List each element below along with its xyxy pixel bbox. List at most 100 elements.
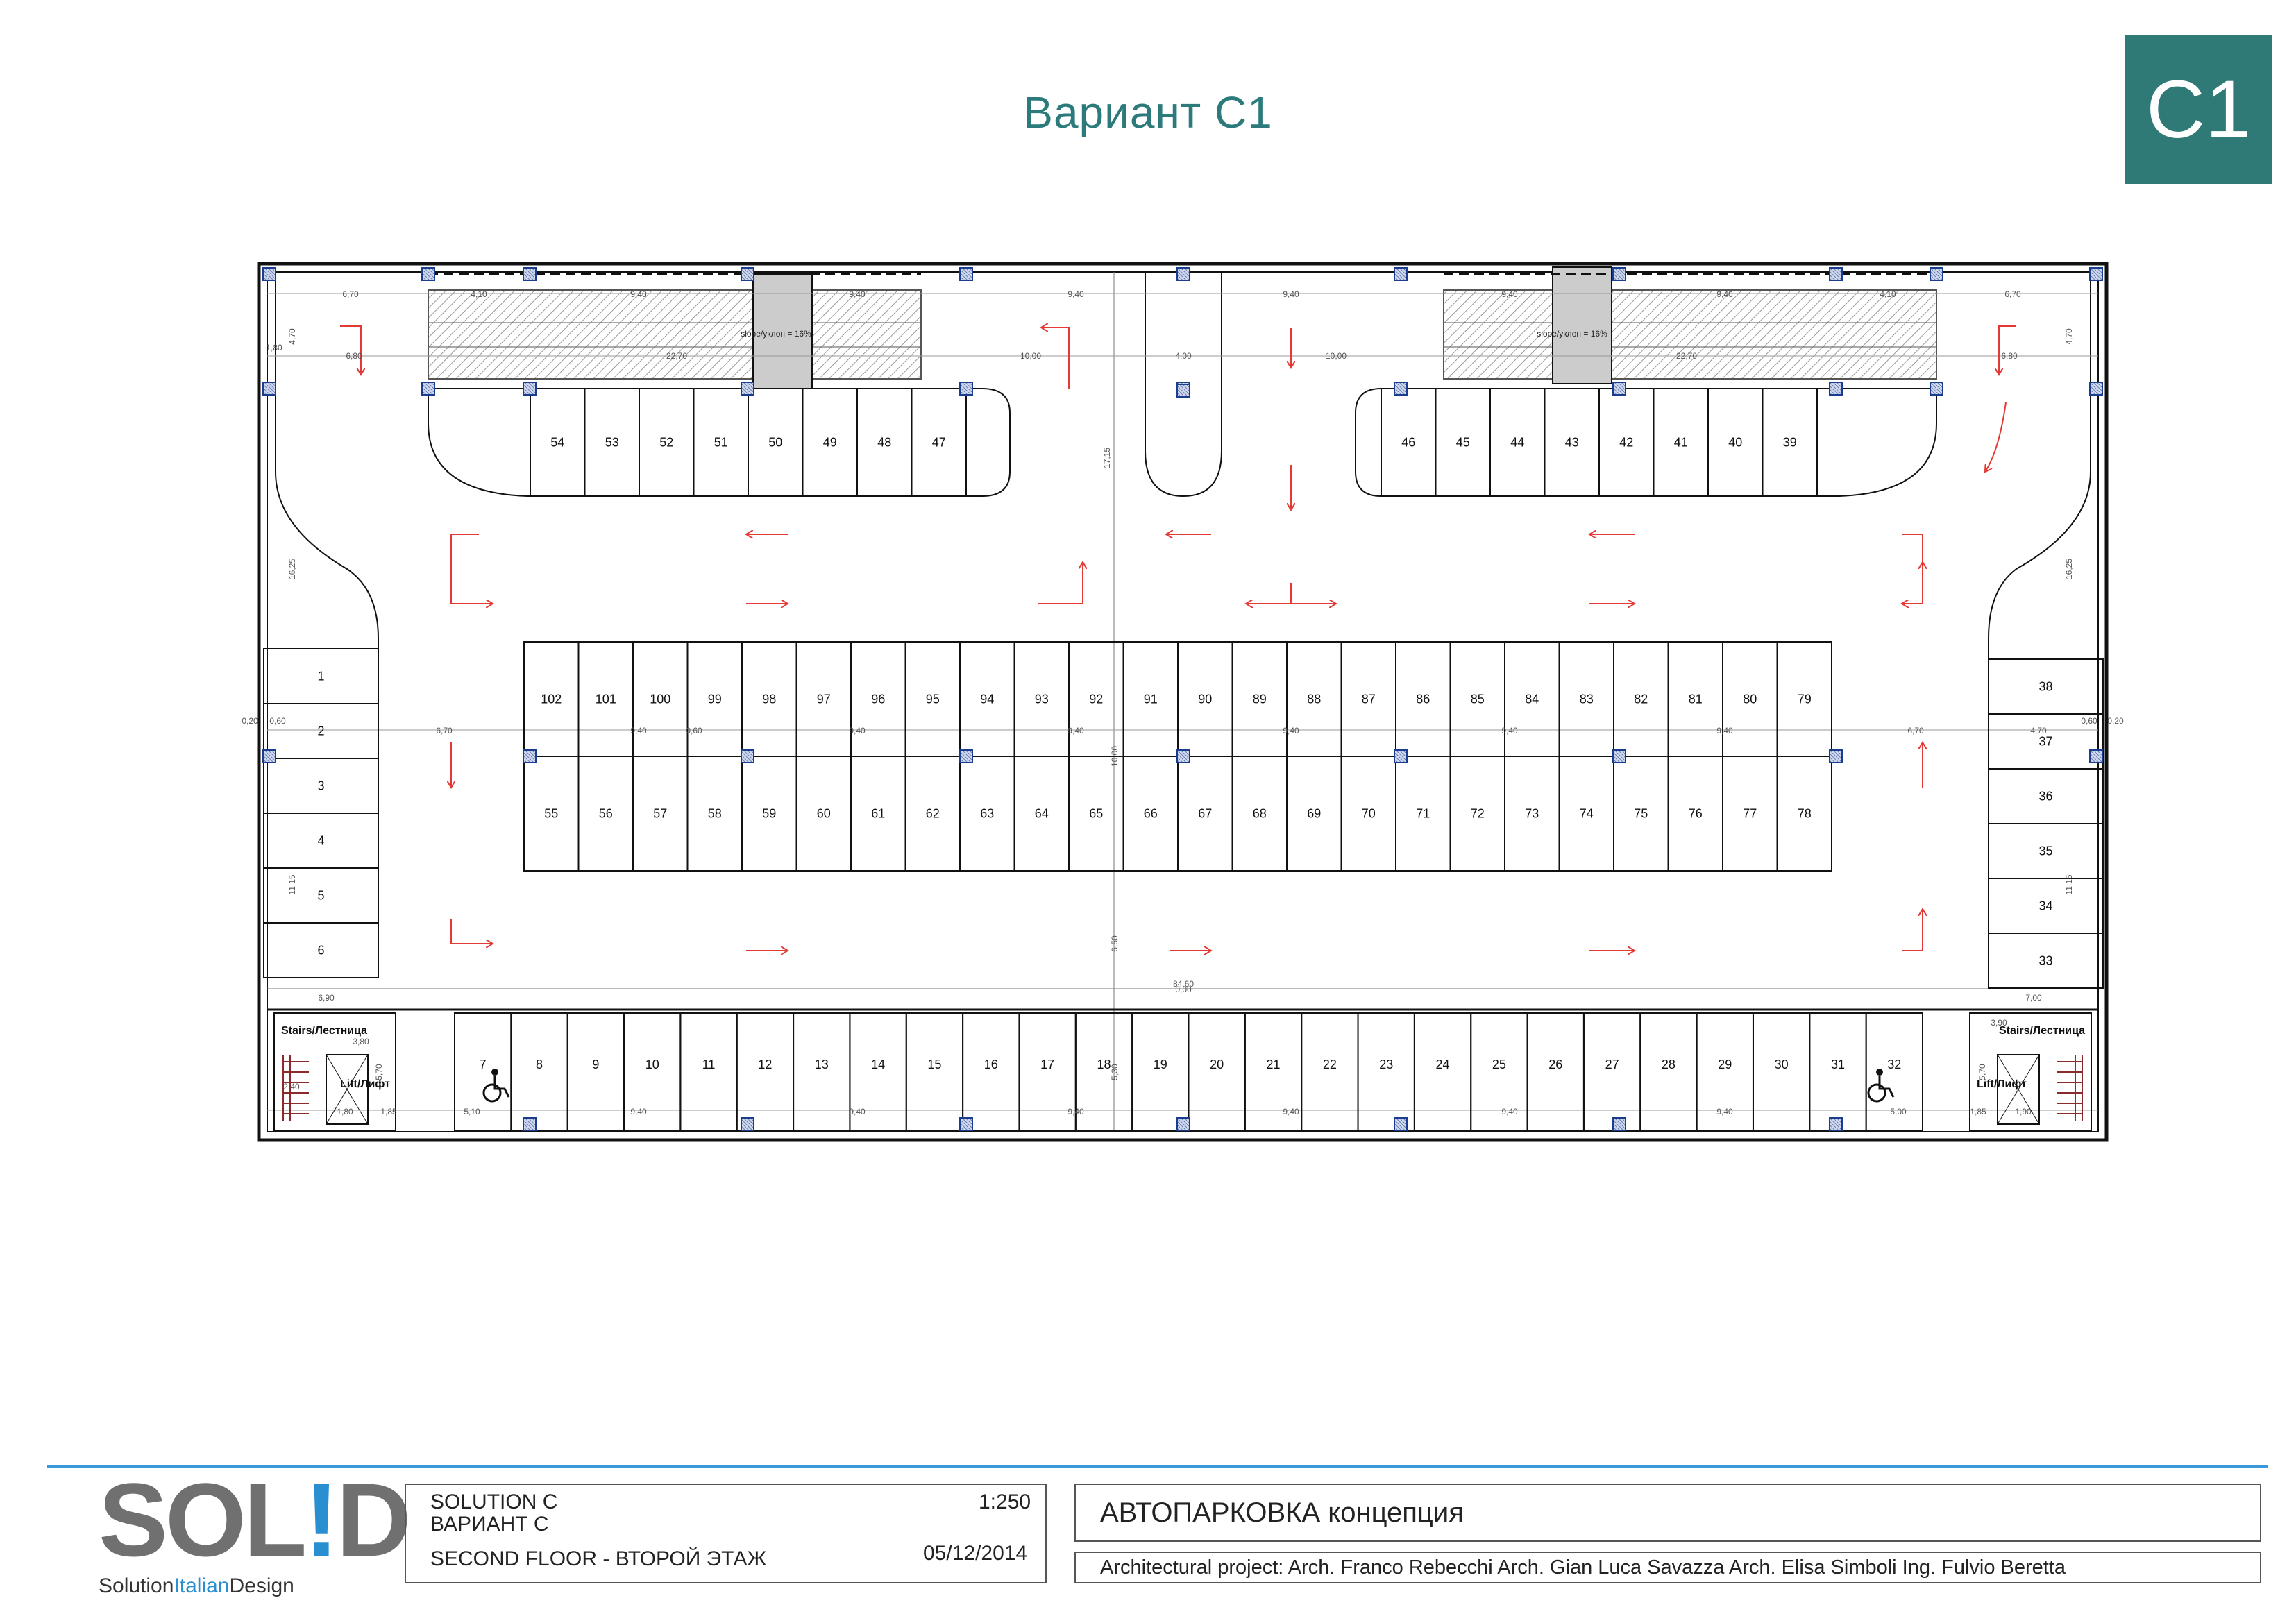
slot-number: 5 xyxy=(317,889,324,903)
column xyxy=(1176,267,1190,281)
slot-number: 44 xyxy=(1510,436,1524,450)
floor-text: SECOND FLOOR - ВТОРОЙ ЭТАЖ xyxy=(430,1547,767,1570)
slot-number: 22 xyxy=(1323,1057,1337,1071)
slot-number: 79 xyxy=(1798,692,1812,706)
column xyxy=(741,749,754,763)
svg-text:6,70: 6,70 xyxy=(342,289,359,299)
slot-number: 58 xyxy=(708,807,722,821)
svg-text:9,40: 9,40 xyxy=(630,1107,647,1116)
parking-space xyxy=(1776,756,1832,872)
slot-number: 29 xyxy=(1718,1057,1732,1071)
svg-text:6,80: 6,80 xyxy=(346,351,362,361)
slot-number: 98 xyxy=(762,692,776,706)
solid-logo: SOL!D SolutionItalianDesign xyxy=(99,1468,412,1606)
svg-text:4,10: 4,10 xyxy=(1880,289,1896,299)
lift-label: Lift/Лифт xyxy=(340,1078,390,1090)
column xyxy=(1394,267,1408,281)
structural-columns xyxy=(262,267,2103,1131)
parking-space xyxy=(1357,1012,1415,1132)
column xyxy=(1612,382,1626,396)
slot-number: 47 xyxy=(932,436,946,450)
slot-number: 73 xyxy=(1525,807,1539,821)
wheelchair-icon xyxy=(1867,1069,1895,1103)
outer-wall xyxy=(257,262,2109,1142)
svg-text:6,90: 6,90 xyxy=(318,993,335,1003)
column xyxy=(1930,267,1943,281)
traffic-arrow xyxy=(1038,562,1083,604)
slot-number: 60 xyxy=(817,807,831,821)
slot-number: 51 xyxy=(714,436,728,450)
slot-number: 89 xyxy=(1253,692,1267,706)
traffic-arrows xyxy=(340,326,2016,951)
svg-text:0,60: 0,60 xyxy=(269,716,286,726)
slot-number: 10 xyxy=(645,1057,659,1071)
traffic-arrow xyxy=(340,325,361,375)
parking-space xyxy=(1752,1012,1811,1132)
slot-number: 54 xyxy=(550,436,564,450)
slot-number: 6 xyxy=(317,944,324,958)
slot-number: 50 xyxy=(768,436,782,450)
slot-number: 75 xyxy=(1634,807,1648,821)
column xyxy=(1176,384,1190,398)
svg-text:9,40: 9,40 xyxy=(1067,1107,1084,1116)
parking-space xyxy=(1074,1012,1133,1132)
slot-number: 7 xyxy=(480,1057,487,1071)
column xyxy=(523,267,537,281)
svg-text:9,40: 9,40 xyxy=(849,726,866,736)
slot-number: 74 xyxy=(1580,807,1594,821)
slot-number: 66 xyxy=(1144,807,1158,821)
column xyxy=(262,749,276,763)
column xyxy=(1930,382,1943,396)
parking-space xyxy=(1988,933,2104,989)
slot-number: 65 xyxy=(1089,807,1103,821)
slot-number: 42 xyxy=(1619,436,1633,450)
slot-number: 91 xyxy=(1144,692,1158,706)
svg-text:6,70: 6,70 xyxy=(2004,289,2021,299)
svg-text:5,00: 5,00 xyxy=(1890,1107,1907,1116)
column xyxy=(2089,267,2103,281)
column xyxy=(1829,1117,1843,1131)
svg-text:10,00: 10,00 xyxy=(1110,746,1120,767)
slot-number: 27 xyxy=(1605,1057,1619,1071)
svg-text:6,50: 6,50 xyxy=(1110,935,1120,952)
slot-number: 19 xyxy=(1154,1057,1167,1071)
slot-number: 102 xyxy=(541,692,562,706)
slot-number: 39 xyxy=(1783,436,1797,450)
svg-text:5,70: 5,70 xyxy=(1977,1064,1987,1080)
slot-number: 28 xyxy=(1662,1057,1675,1071)
slot-number: 84 xyxy=(1525,692,1539,706)
logo-sub: SolutionItalianDesign xyxy=(99,1574,294,1597)
svg-text:9,40: 9,40 xyxy=(1501,726,1518,736)
svg-text:9,40: 9,40 xyxy=(1067,289,1084,299)
slot-number: 78 xyxy=(1798,807,1812,821)
slot-number: 24 xyxy=(1436,1057,1450,1071)
slot-number: 77 xyxy=(1743,807,1757,821)
svg-text:7,00: 7,00 xyxy=(2025,993,2042,1003)
variant-badge: C1 xyxy=(2125,35,2272,184)
column xyxy=(1612,267,1626,281)
parking-space xyxy=(962,1012,1020,1132)
parking-space xyxy=(1526,1012,1585,1132)
slot-number: 95 xyxy=(926,692,940,706)
slot-number: 80 xyxy=(1743,692,1757,706)
parking-space xyxy=(1809,1012,1867,1132)
svg-text:9,40: 9,40 xyxy=(1716,1107,1733,1116)
slot-number: 4 xyxy=(317,834,324,848)
parking-space xyxy=(793,1012,851,1132)
right-side-wall xyxy=(1988,278,2091,971)
column xyxy=(1829,267,1843,281)
svg-text:3,90: 3,90 xyxy=(1991,1018,2007,1028)
slot-number: 23 xyxy=(1379,1057,1393,1071)
page-title: Вариант C1 xyxy=(1023,87,1273,137)
column xyxy=(1176,1117,1190,1131)
slot-number: 32 xyxy=(1887,1057,1901,1071)
svg-text:11,15: 11,15 xyxy=(287,874,297,894)
svg-text:0,20: 0,20 xyxy=(2107,716,2124,726)
traffic-arrow xyxy=(450,534,493,604)
slot-number: 64 xyxy=(1035,807,1049,821)
stairs-lift-left: Stairs/Лестница Lift/Лифт xyxy=(273,1012,396,1132)
stairs-label: Stairs/Лестница xyxy=(1999,1025,2085,1037)
svg-text:9,40: 9,40 xyxy=(1283,726,1299,736)
column xyxy=(741,1117,754,1131)
